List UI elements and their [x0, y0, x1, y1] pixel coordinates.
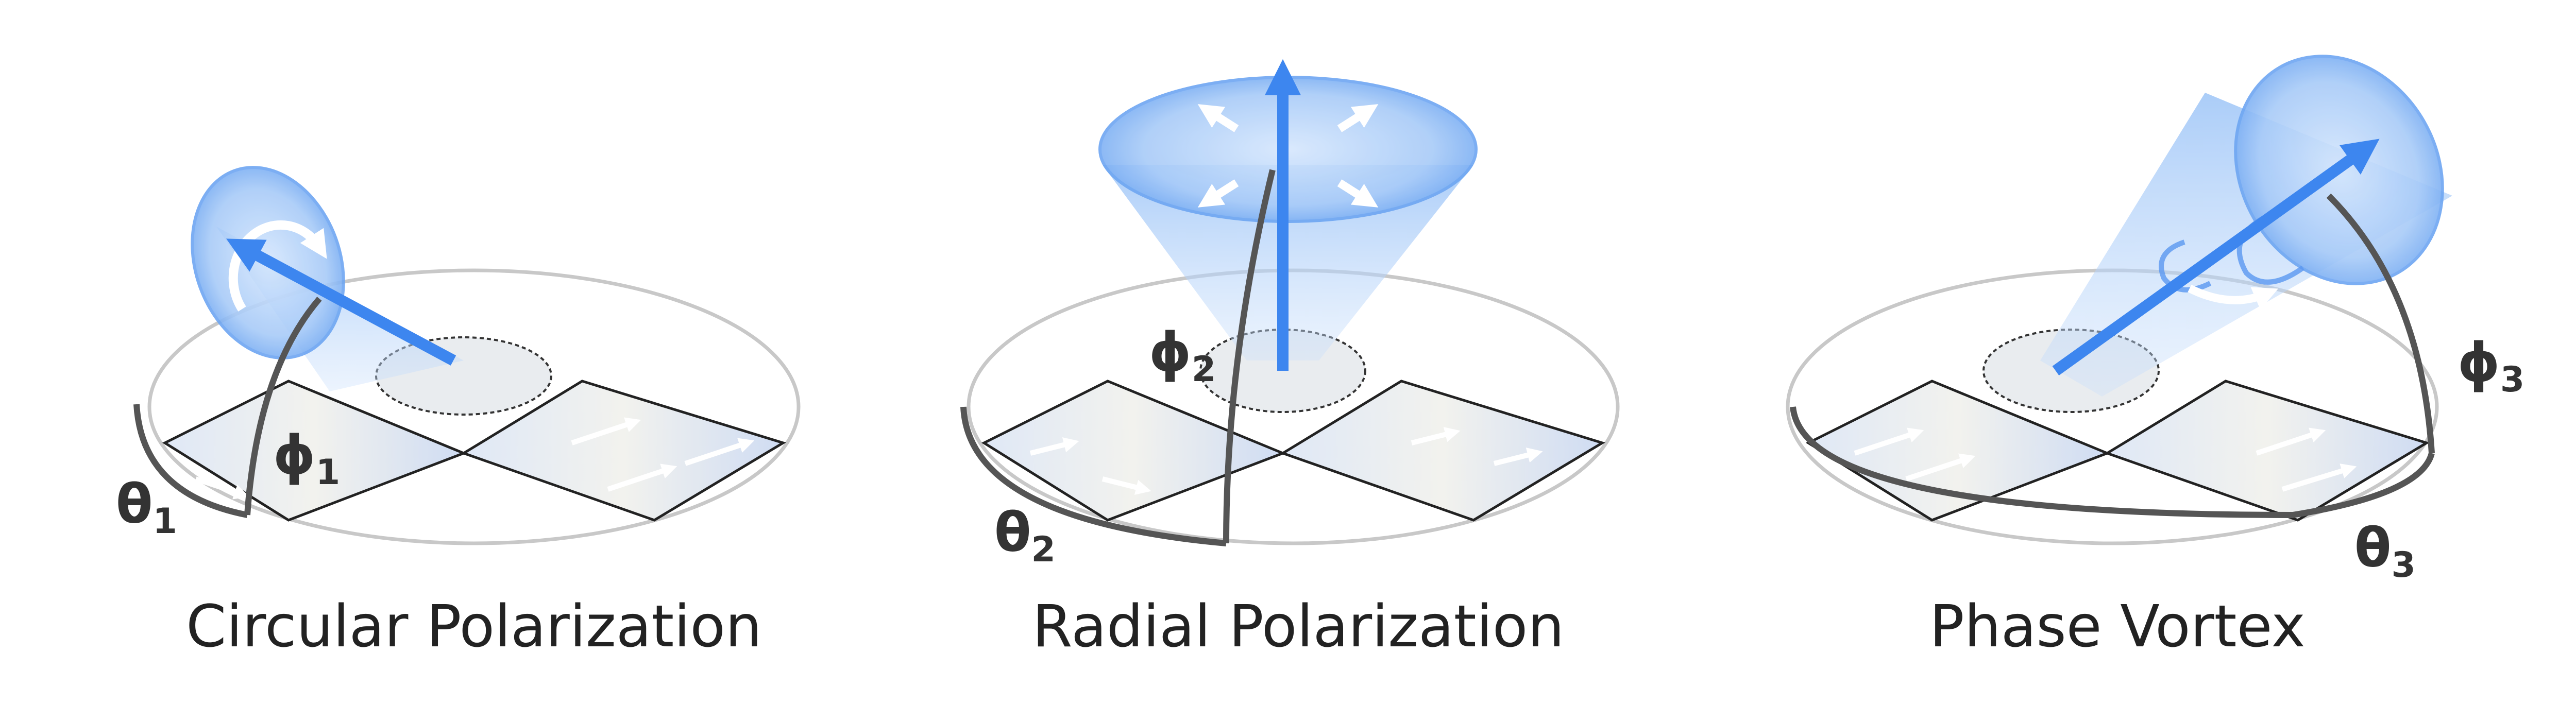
phi-label: ϕ1	[273, 424, 340, 493]
tile-arrows	[1854, 427, 2357, 492]
caption-circular: Circular Polarization	[186, 593, 762, 660]
tile-arrows	[195, 417, 755, 500]
beam-arrow-icon	[2052, 139, 2380, 375]
radial-arrows-icon	[1197, 104, 1379, 208]
caption-vortex: Phase Vortex	[1929, 593, 2306, 660]
panel-radial: θ2 ϕ2 Radial Polarization	[960, 59, 1620, 660]
caption-radial: Radial Polarization	[1032, 593, 1565, 660]
beam-arrow-icon	[226, 238, 456, 366]
theta-arc	[1790, 406, 2435, 519]
phi-label: ϕ2	[1149, 321, 1216, 390]
theta-arc	[133, 404, 248, 518]
rotation-arrow-icon	[228, 220, 327, 312]
phi-label: ϕ3	[2458, 331, 2524, 400]
panel-circular: θ1 ϕ1 Circular Polarization	[116, 166, 801, 660]
theta-arc	[960, 406, 1227, 546]
theta-label: θ2	[994, 501, 1056, 570]
metasurface-tile-right	[1280, 380, 1606, 522]
base-ellipse	[147, 268, 801, 545]
theta-label: θ1	[116, 473, 177, 542]
rotation-arrow-icon	[2188, 284, 2279, 310]
theta-label: θ3	[2354, 517, 2416, 586]
phi-arc	[2326, 193, 2435, 454]
metasurface-tile-right	[461, 380, 787, 522]
phi-arc	[244, 297, 322, 516]
tile-arrows	[1029, 427, 1543, 495]
phi-arc	[1223, 169, 1276, 544]
panel-vortex: θ3 ϕ3 Phase Vortex	[1786, 55, 2524, 660]
